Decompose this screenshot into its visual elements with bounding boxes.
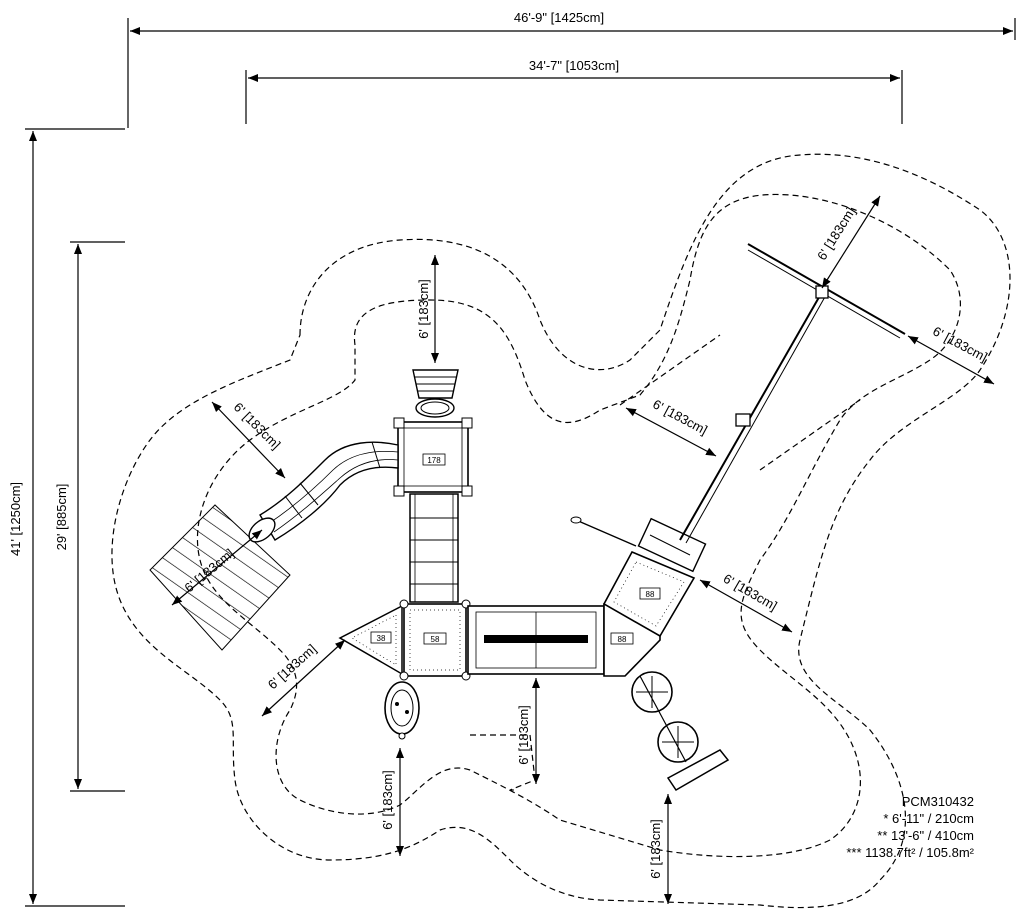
overall-width-label: 46'-9" [1425cm]	[514, 10, 604, 25]
steering-wheels	[631, 671, 730, 792]
left-triangle-deck: 38	[338, 604, 403, 676]
overall-height-dimension: 41' [1250cm]	[8, 128, 125, 907]
tower-platform-number: 178	[427, 456, 441, 465]
left-triangle-deck-number: 38	[377, 634, 386, 643]
zone-dimension-top: 6' [183cm]	[416, 255, 439, 363]
zone-dimension-upper-left-label: 6' [183cm]	[231, 399, 284, 452]
left-square-deck: 58	[399, 599, 471, 681]
inner-width-label: 34'-7" [1053cm]	[529, 58, 619, 73]
zone-dimension-bottom-center: 6' [183cm]	[516, 678, 540, 784]
overall-height-label: 41' [1250cm]	[8, 482, 23, 556]
use-zone-swing-corridor	[619, 334, 861, 471]
zone-dimension-bottom-right: 6' [183cm]	[648, 794, 672, 904]
use-zone-inner-boundary	[196, 193, 961, 858]
inner-height-dimension: 29' [885cm]	[54, 241, 125, 792]
zone-dimension-lower-left: 6' [183cm]	[261, 639, 346, 717]
zone-dimension-beam-side: 6' [183cm]	[625, 396, 717, 457]
zone-dimension-bottom-right-label: 6' [183cm]	[648, 819, 663, 879]
zone-dimension-beam-end: 6' [183cm]	[907, 323, 995, 385]
right-square-deck-number: 88	[618, 635, 627, 644]
upper-right-deck-number: 88	[646, 590, 655, 599]
zone-dimension-bottom-center-label: 6' [183cm]	[516, 705, 531, 765]
spring-rider	[384, 681, 420, 740]
overall-width-dimension: 46'-9" [1425cm]	[127, 10, 1016, 128]
bridge	[467, 605, 605, 675]
zone-dimension-spring-rider: 6' [183cm]	[380, 748, 404, 856]
curved-slide	[248, 441, 399, 543]
inner-height-label: 29' [885cm]	[54, 484, 69, 551]
inner-width-dimension: 34'-7" [1053cm]	[245, 58, 903, 124]
zone-dimension-beam-top: 6' [183cm]	[814, 195, 881, 289]
zone-dimension-beam-side-label: 6' [183cm]	[650, 396, 710, 437]
ladder	[409, 493, 459, 603]
spec-line-3: *** 1138.7ft² / 105.8m²	[846, 845, 974, 860]
use-zone-outer-boundary	[111, 153, 1011, 909]
model-number: PCM310432	[901, 794, 974, 809]
spec-line-2: ** 13'-6" / 410cm	[877, 828, 974, 843]
tower-roof	[412, 369, 459, 418]
spec-line-1: * 6'-11" / 210cm	[883, 811, 974, 826]
zone-dimension-top-label: 6' [183cm]	[416, 279, 431, 339]
zone-dimension-beam-top-label: 6' [183cm]	[814, 204, 858, 262]
zone-dimension-right-deck: 6' [183cm]	[699, 571, 793, 633]
tower-platform: 178	[393, 417, 473, 497]
left-square-deck-number: 58	[431, 635, 440, 644]
zone-dimension-beam-end-label: 6' [183cm]	[930, 323, 990, 364]
zone-dimension-spring-rider-label: 6' [183cm]	[380, 770, 395, 830]
spec-block: PCM310432 * 6'-11" / 210cm ** 13'-6" / 4…	[846, 793, 974, 861]
overhead-beam	[637, 243, 906, 573]
upper-right-deck: 88	[570, 516, 696, 638]
zone-dimension-lower-left-label: 6' [183cm]	[265, 641, 319, 692]
zone-dimension-right-deck-label: 6' [183cm]	[721, 571, 780, 614]
